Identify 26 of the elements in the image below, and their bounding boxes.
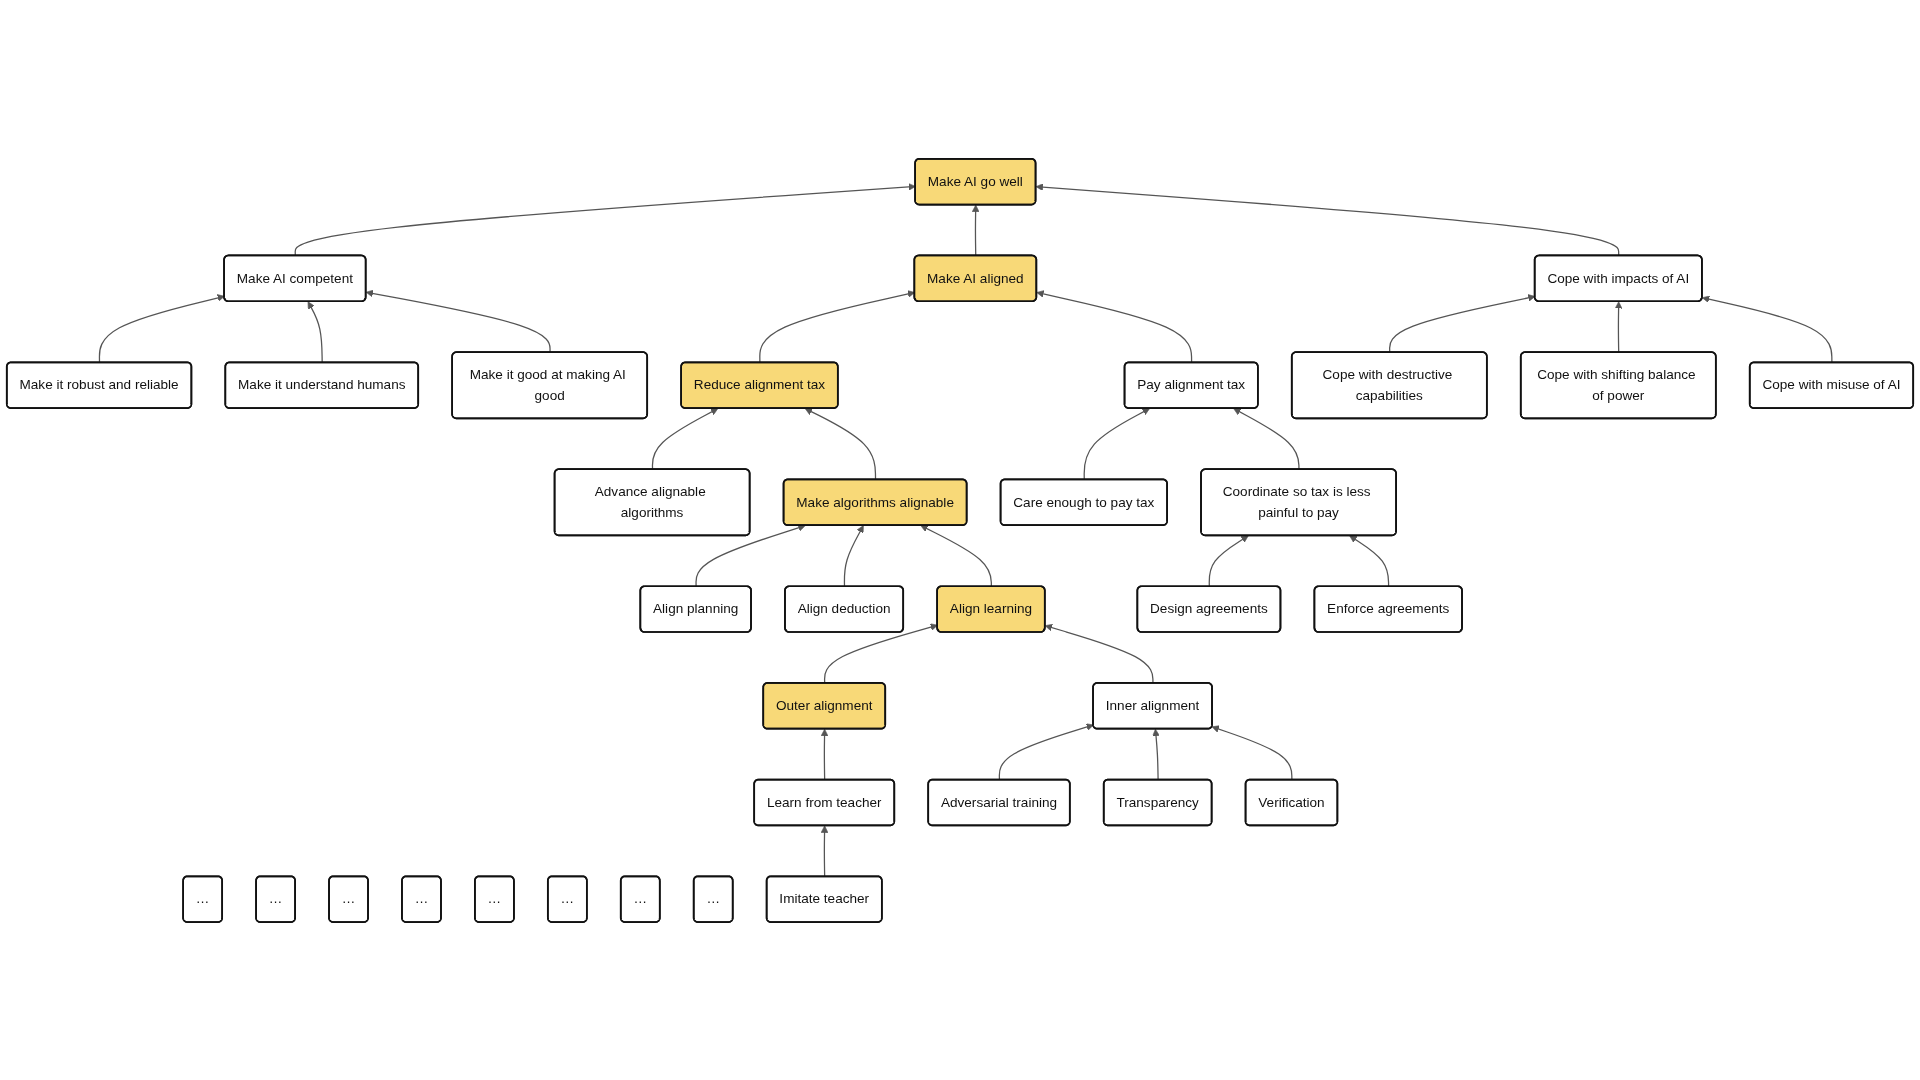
arrow xyxy=(1389,293,1536,353)
arrow xyxy=(823,623,938,684)
arrow xyxy=(1211,725,1293,781)
arrow xyxy=(98,293,225,363)
arrow xyxy=(1152,728,1160,781)
arrow xyxy=(820,825,829,877)
arrow xyxy=(843,524,864,587)
arrow xyxy=(1044,623,1154,684)
arrow xyxy=(1208,535,1249,587)
arrow xyxy=(365,289,551,353)
arrow xyxy=(294,182,916,257)
arrow xyxy=(651,407,719,470)
arrow xyxy=(998,722,1094,781)
arrow xyxy=(1035,183,1620,257)
arrow xyxy=(695,523,806,587)
arrow xyxy=(971,204,980,257)
arrow xyxy=(1614,300,1623,353)
arrow xyxy=(307,300,323,363)
arrow xyxy=(820,728,829,781)
arrow xyxy=(1036,289,1193,363)
arrow xyxy=(804,407,877,480)
arrow xyxy=(920,524,992,587)
arrow xyxy=(1083,407,1150,480)
arrow xyxy=(1233,407,1300,470)
arrow xyxy=(1349,535,1390,587)
arrow xyxy=(1702,295,1833,363)
